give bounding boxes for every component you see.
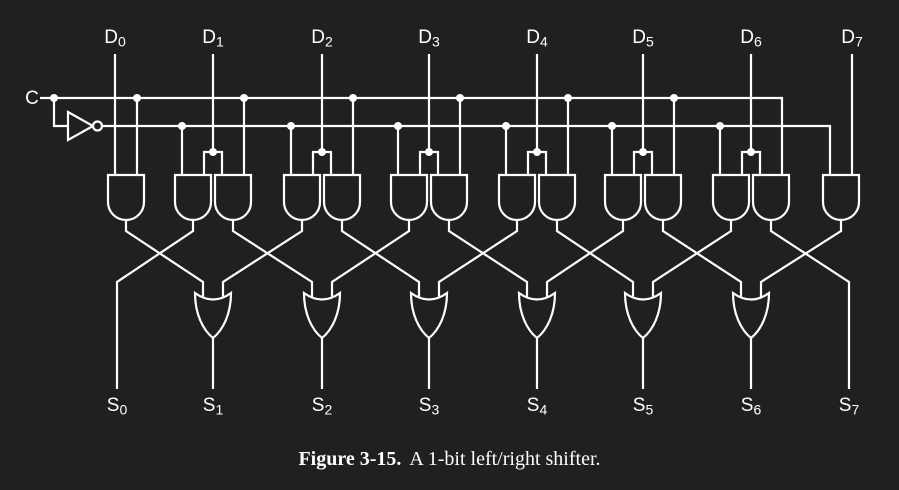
inverter-gate	[66, 110, 104, 142]
junction-dot	[608, 122, 616, 130]
and-output-wire	[555, 220, 635, 300]
and-output-wire	[115, 220, 195, 389]
or-gate-s4	[517, 290, 557, 340]
junction-dot	[639, 148, 647, 156]
junction-dot	[716, 122, 724, 130]
junction-dot	[670, 94, 678, 102]
or-gate-s1	[193, 290, 233, 340]
or-gate-s2	[302, 290, 342, 340]
and-gate-cnot-d2	[282, 173, 322, 222]
and-gate-c-d3	[429, 173, 469, 222]
and-gate-c-d5	[643, 173, 683, 222]
and-gate-c-d4	[537, 173, 577, 222]
output-label-s6: S6	[741, 395, 762, 418]
and-gate-c-d2	[322, 173, 362, 222]
output-label-s1: S1	[203, 395, 224, 418]
and-output-wire	[437, 220, 519, 300]
junction-dot	[564, 94, 572, 102]
inverter-input-wire	[52, 98, 68, 128]
input-label-d6: D6	[740, 27, 762, 50]
junction-dot	[456, 94, 464, 102]
or-gate-s3	[409, 290, 449, 340]
input-label-d7: D7	[841, 27, 863, 50]
and-gate-cnot-d1	[173, 173, 213, 222]
junction-dot	[502, 122, 510, 130]
figure-caption-text: A 1-bit left/right shifter.	[409, 448, 601, 470]
wires	[40, 54, 854, 389]
and-gate-cnot-d7	[821, 173, 861, 222]
and-output-wire	[124, 220, 205, 300]
inverter-triangle	[66, 110, 96, 142]
junction-dot	[425, 148, 433, 156]
and-output-wire	[340, 220, 421, 300]
input-label-d0: D0	[104, 27, 126, 50]
figure-caption: Figure 3-15. A 1-bit left/right shifter.	[0, 448, 899, 471]
figure-caption-label: Figure 3-15.	[298, 448, 402, 470]
and-gate-c-d6	[751, 173, 791, 222]
and-output-wire	[651, 220, 733, 300]
and-output-wire	[221, 220, 304, 300]
and-output-wire	[769, 220, 851, 389]
junction-dot	[133, 94, 141, 102]
c-inverted-bus	[102, 124, 832, 175]
and-output-wire	[447, 220, 529, 300]
input-label-d2: D2	[311, 27, 333, 50]
and-output-wire	[759, 220, 843, 300]
junction-dot	[349, 94, 357, 102]
junction-dot	[287, 122, 295, 130]
output-label-s0: S0	[107, 395, 128, 418]
inverter-bubble-icon	[91, 120, 104, 132]
or-gate-s5	[623, 290, 663, 340]
junction-dot	[747, 148, 755, 156]
output-label-s7: S7	[839, 395, 860, 418]
and-gate-cnot-d4	[497, 173, 537, 222]
and-gate-c-d1	[213, 173, 253, 222]
junction-dot	[533, 148, 541, 156]
and-output-wire	[661, 220, 743, 300]
and-output-wire	[231, 220, 314, 300]
and-gate-cnot-d5	[603, 173, 643, 222]
and-gate-c-d0	[106, 173, 146, 222]
and-gate-cnot-d3	[389, 173, 429, 222]
junction-dot	[209, 148, 217, 156]
control-label: C	[25, 88, 39, 109]
and-output-wire	[330, 220, 411, 300]
junction-dot	[178, 122, 186, 130]
output-label-s2: S2	[312, 395, 333, 418]
and-gate-cnot-d6	[711, 173, 751, 222]
input-label-d3: D3	[418, 27, 440, 50]
and-output-wire	[545, 220, 625, 300]
gates	[66, 110, 861, 340]
junction-dot	[318, 148, 326, 156]
output-label-s3: S3	[419, 395, 440, 418]
c-bus	[40, 96, 784, 175]
input-label-d5: D5	[632, 27, 654, 50]
output-label-s4: S4	[527, 395, 548, 418]
junction-dots	[50, 94, 755, 156]
junction-dot	[50, 94, 58, 102]
or-gate-s6	[731, 290, 771, 340]
input-label-d1: D1	[202, 27, 224, 50]
junction-dot	[394, 122, 402, 130]
input-label-d4: D4	[526, 27, 548, 50]
output-label-s5: S5	[633, 395, 654, 418]
junction-dot	[240, 94, 248, 102]
